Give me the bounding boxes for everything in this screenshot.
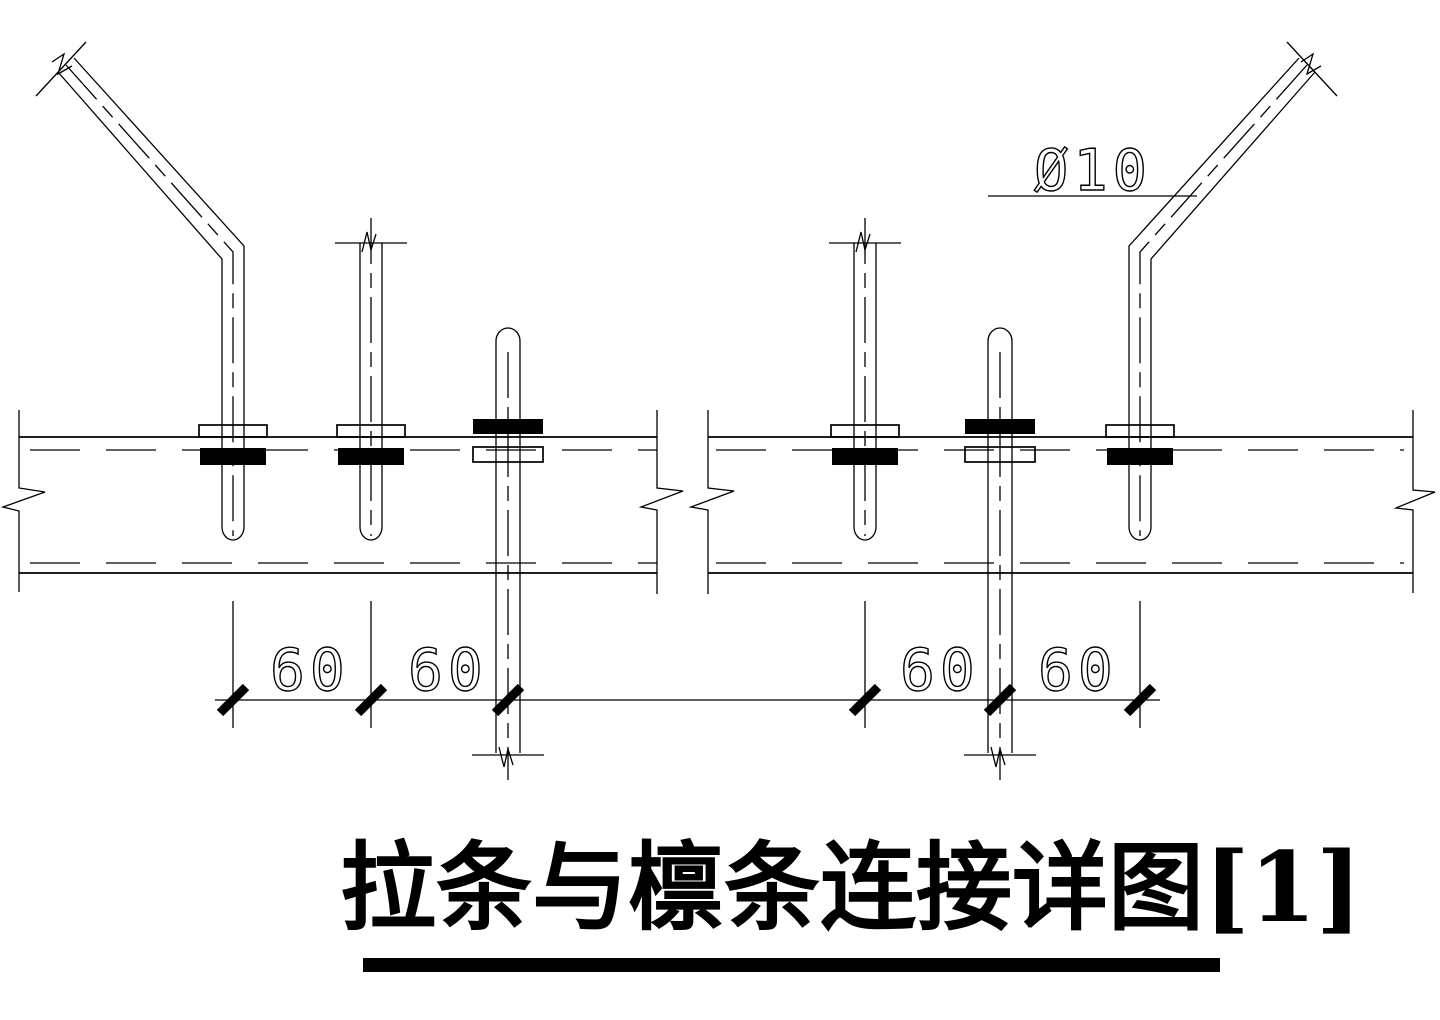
rod-break-line xyxy=(1286,41,1338,97)
rod-break-squiggle xyxy=(498,746,514,768)
dimension-system: 60 60 60 60 xyxy=(215,601,1160,728)
tie-rod-hook-left xyxy=(472,327,544,780)
dimension-tick xyxy=(354,683,388,717)
washer-plate xyxy=(1105,424,1175,438)
washer-plate xyxy=(830,424,900,438)
tie-rod-outline xyxy=(495,327,521,753)
break-symbol-center-right xyxy=(688,410,735,594)
tie-rod-centerline xyxy=(65,64,234,536)
tie-rod-vertical-left xyxy=(335,218,407,541)
tie-rod-outline xyxy=(853,243,877,541)
tie-rod-outline xyxy=(359,243,383,541)
tie-rod-outline xyxy=(987,327,1013,753)
dimension-tick xyxy=(983,683,1017,717)
diameter-callout: Ø10 xyxy=(988,137,1197,205)
tie-rod-outline xyxy=(1128,57,1316,541)
tie-rod-outline xyxy=(57,57,245,541)
nut xyxy=(338,448,404,465)
dimension-label: 60 xyxy=(900,636,980,704)
title-underline xyxy=(363,958,1220,972)
purlin-left-segment xyxy=(0,410,657,592)
break-symbol-right-edge xyxy=(1393,410,1436,593)
rod-break-line xyxy=(35,41,87,97)
break-symbol-left-edge xyxy=(0,410,46,592)
dimension-tick xyxy=(491,683,525,717)
rod-break-squiggle xyxy=(361,231,377,253)
purlin-right-segment xyxy=(708,410,1436,593)
purlin-center-break xyxy=(638,410,735,594)
diameter-label: Ø10 xyxy=(1034,138,1152,204)
dimension-tick xyxy=(1123,683,1157,717)
nut xyxy=(1107,448,1173,465)
rod-break-squiggle xyxy=(1300,52,1322,76)
rod-break-squiggle xyxy=(855,231,871,253)
dimension-tick xyxy=(216,683,250,717)
dimension-label: 60 xyxy=(1038,636,1118,704)
break-symbol-center-left xyxy=(638,410,684,594)
dimension-label: 60 xyxy=(408,636,488,704)
washer-plate xyxy=(964,446,1036,463)
tie-rod-vertical-right xyxy=(829,218,901,541)
tie-rod-hook-right xyxy=(964,327,1036,780)
washer-plate xyxy=(198,424,268,438)
nut xyxy=(200,448,266,465)
washer-plate xyxy=(472,446,544,463)
rod-break-squiggle xyxy=(51,52,73,76)
drawing-title: 拉条与檩条连接详图[1] xyxy=(340,831,1362,944)
dimension-label: 60 xyxy=(270,636,350,704)
tie-rod-centerline xyxy=(1139,64,1308,536)
tie-rod-diagonal-right xyxy=(1105,41,1338,541)
dimension-tick xyxy=(848,683,882,717)
tie-rod-diagonal-left xyxy=(35,41,268,541)
nut xyxy=(473,419,543,434)
rod-break-squiggle xyxy=(990,746,1006,768)
washer-plate xyxy=(336,424,406,438)
nut xyxy=(965,419,1035,434)
nut xyxy=(832,448,898,465)
